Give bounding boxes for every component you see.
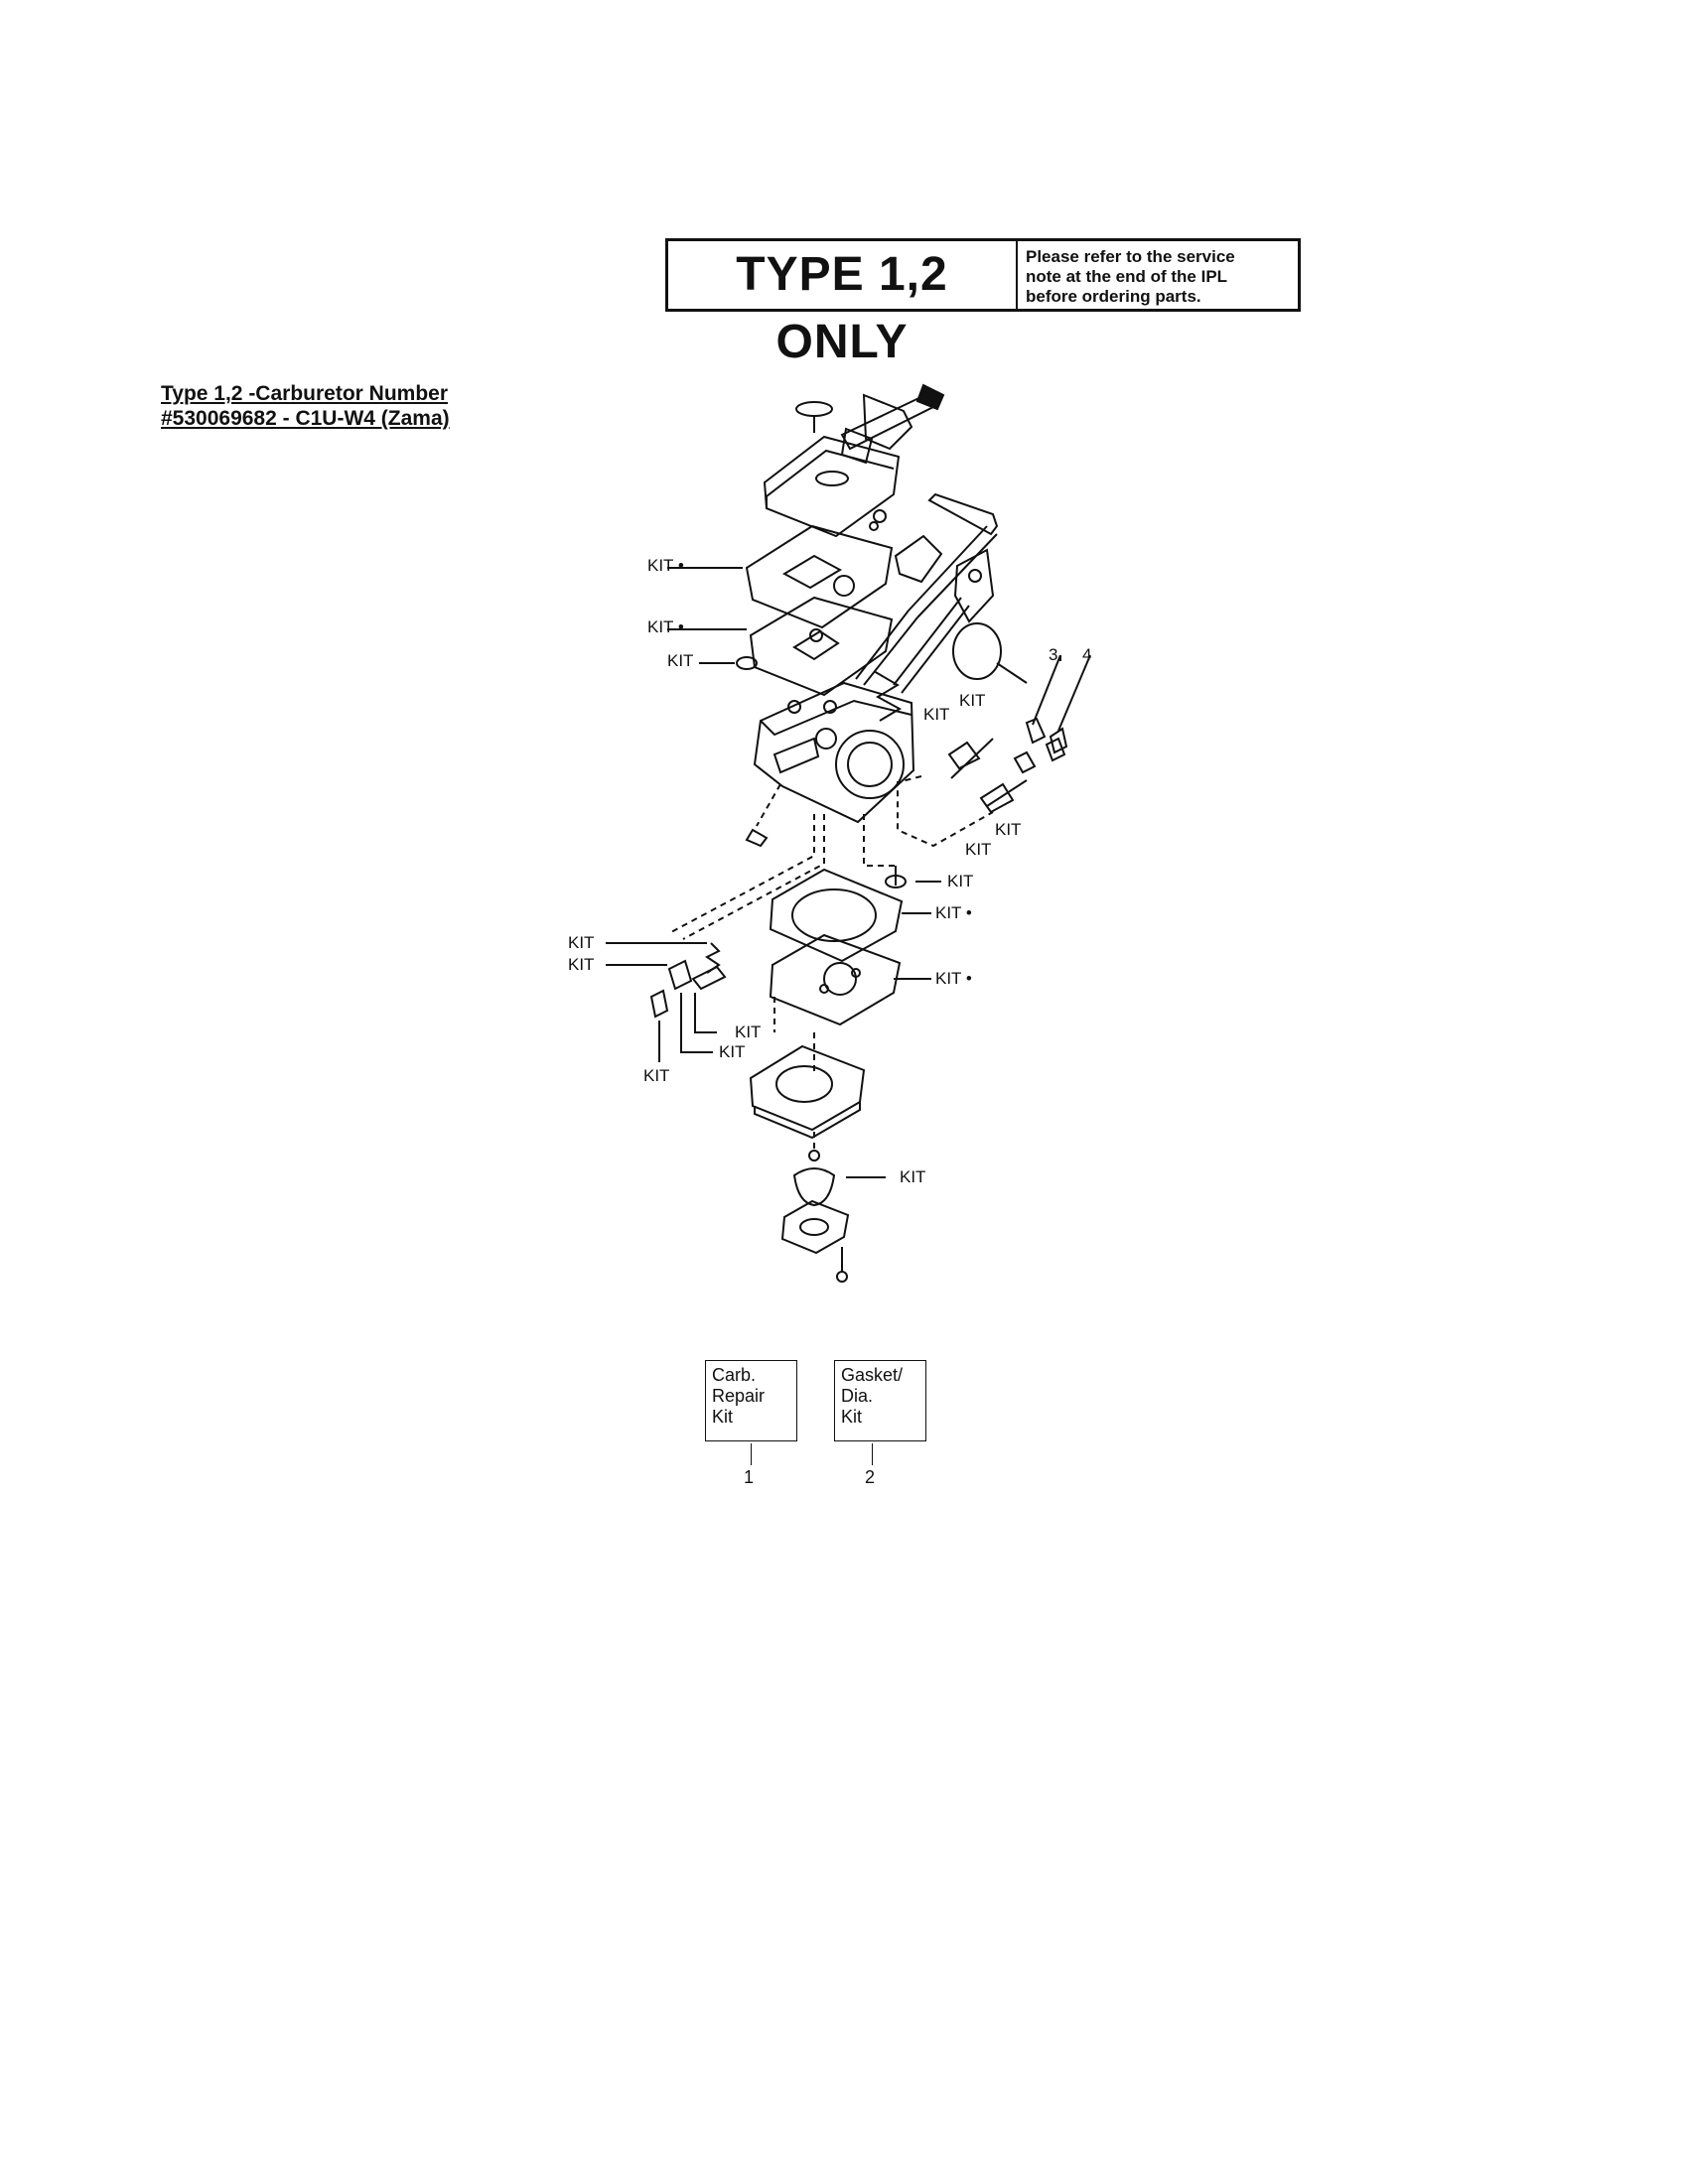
adjusting-needle-part bbox=[840, 383, 945, 451]
legend-box1-number: 1 bbox=[744, 1467, 755, 1487]
callout-kit-needle-a: KIT bbox=[923, 705, 950, 724]
callout-kit-primer-bulb: KIT bbox=[900, 1167, 926, 1186]
carburetor-title-line-1: Type 1,2 -Carburetor Number bbox=[161, 382, 449, 405]
inlet-valve-part bbox=[885, 875, 907, 888]
throttle-valve-part bbox=[873, 509, 943, 584]
callout-kit-metering-diaphragm: KIT • bbox=[935, 969, 972, 988]
callout-kit-metering-screw: KIT bbox=[643, 1066, 670, 1085]
choke-valve-part bbox=[952, 622, 1028, 684]
callout-kit-metering-pin: KIT bbox=[568, 955, 595, 974]
legend-box2-number: 2 bbox=[865, 1467, 876, 1487]
metering-diaphragm-part bbox=[769, 933, 902, 1026]
legend-box1-line-3: Kit bbox=[712, 1407, 734, 1427]
legend-box1-line-2: Repair bbox=[712, 1386, 766, 1406]
primer-retainer-part bbox=[780, 1199, 850, 1255]
callout-kit-metering-spring: KIT bbox=[568, 933, 595, 952]
callout-kit-pump-gasket: KIT • bbox=[647, 617, 684, 636]
callout-number-3: 3 bbox=[1049, 645, 1058, 664]
metering-cover-part bbox=[749, 1044, 866, 1140]
callout-kit-metering-lever: KIT bbox=[735, 1023, 762, 1041]
primer-screw-part bbox=[808, 1150, 820, 1161]
service-note-line-2: note at the end of the IPL bbox=[1026, 267, 1228, 286]
limiter-cap-part bbox=[1013, 737, 1066, 774]
carburetor-body-part bbox=[753, 681, 915, 824]
callout-kit-filter-screen: KIT bbox=[667, 651, 694, 670]
pump-diaphragm-part bbox=[745, 524, 894, 629]
top-screw-part bbox=[795, 401, 833, 433]
type-only-box: TYPE 1,2 ONLY Please refer to the servic… bbox=[665, 238, 1301, 368]
callout-kit-needle-b: KIT bbox=[959, 691, 986, 710]
pump-cover-part bbox=[763, 427, 901, 538]
pump-gasket-part bbox=[749, 596, 894, 697]
legend-box2-line-3: Kit bbox=[841, 1407, 863, 1427]
low-speed-needle-part bbox=[979, 779, 1028, 814]
legend-carb-repair-kit: Carb. Repair Kit bbox=[705, 1360, 797, 1441]
retainer-screw-part bbox=[836, 1247, 848, 1283]
callout-kit-pump-diaphragm: KIT • bbox=[647, 556, 684, 575]
filter-screen-part bbox=[736, 656, 758, 670]
callout-kit-lever-pin: KIT bbox=[719, 1042, 746, 1061]
legend-box2-line-1: Gasket/ bbox=[841, 1365, 904, 1385]
legend-box2-leader bbox=[872, 1443, 873, 1465]
throttle-spring-part bbox=[873, 670, 903, 722]
primer-bulb-part bbox=[792, 1167, 836, 1207]
callout-kit-metering-gasket: KIT • bbox=[935, 903, 972, 922]
callout-kit-inlet-valve: KIT bbox=[947, 872, 974, 890]
service-note-line-3: before ordering parts. bbox=[1026, 287, 1201, 306]
legend-box1-line-1: Carb. bbox=[712, 1365, 757, 1385]
body-plug-part bbox=[745, 828, 769, 848]
body-dash-leader bbox=[756, 783, 781, 827]
metering-lever-part bbox=[691, 965, 727, 991]
type-label: TYPE 1,2 ONLY bbox=[668, 241, 1018, 368]
metering-gasket-part bbox=[769, 868, 904, 963]
legend-box2-line-2: Dia. bbox=[841, 1386, 874, 1406]
callout-kit-needle-d: KIT bbox=[965, 840, 992, 859]
choke-lever-part bbox=[893, 548, 995, 694]
legend-gasket-dia-kit: Gasket/ Dia. Kit bbox=[834, 1360, 926, 1441]
service-note: Please refer to the service note at the … bbox=[1018, 241, 1298, 309]
carburetor-title: Type 1,2 -Carburetor Number #530069682 -… bbox=[161, 381, 450, 431]
high-speed-needle-part bbox=[947, 738, 994, 779]
legend-box1-leader bbox=[751, 1443, 752, 1465]
service-note-line-1: Please refer to the service bbox=[1026, 247, 1235, 266]
callout-kit-needle-c: KIT bbox=[995, 820, 1022, 839]
metering-pin-part bbox=[667, 959, 693, 991]
carburetor-title-line-2: #530069682 - C1U-W4 (Zama) bbox=[161, 407, 450, 430]
metering-screw-part bbox=[649, 989, 669, 1019]
callout-number-4: 4 bbox=[1082, 645, 1092, 664]
idle-screw-part bbox=[1025, 717, 1068, 754]
